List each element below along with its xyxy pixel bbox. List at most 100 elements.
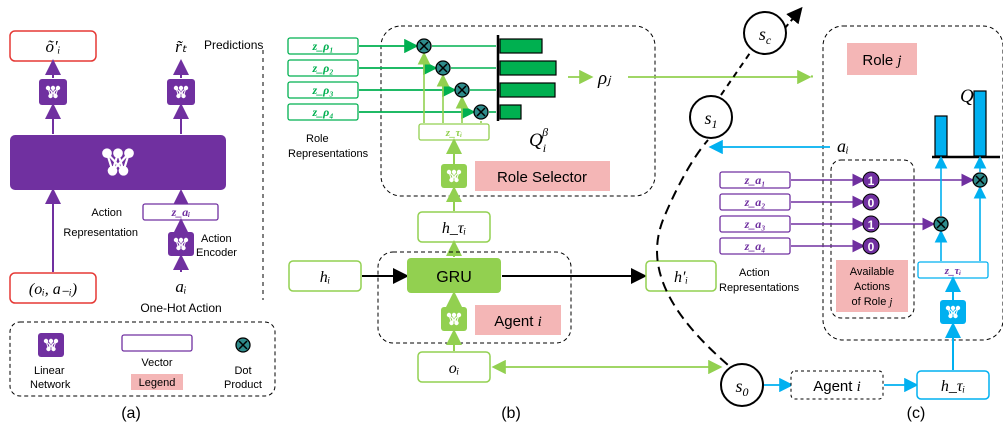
main-linear-network-block bbox=[10, 135, 226, 190]
panel-a: õ′ᵢ r̃ₜ Predictions z_aᵢ Action Represen… bbox=[9, 30, 276, 422]
reward-linear-network-icon bbox=[167, 79, 195, 105]
agent-tag bbox=[475, 305, 561, 335]
legend-linear-network-icon bbox=[38, 333, 64, 357]
mask-value-3 bbox=[862, 215, 880, 233]
role-dot-product-1 bbox=[416, 38, 432, 54]
state-s-1 bbox=[689, 95, 733, 139]
action-dot-product-1 bbox=[972, 172, 988, 188]
o-i-box bbox=[417, 351, 491, 383]
agent-c-box bbox=[790, 370, 884, 400]
legend-dot-product-label-2: Product bbox=[224, 379, 262, 391]
available-actions-frame bbox=[830, 159, 915, 319]
role-selector-frame bbox=[380, 25, 656, 197]
role-rep-1-text: z_ρ₁ bbox=[311, 39, 333, 53]
agent-network-icon bbox=[441, 307, 467, 331]
panel-c: sc s1 s0 Role j Qi aᵢ z_a₁ z_a₂ z_a₃ z_a… bbox=[491, 6, 1003, 422]
role-dot-product-4 bbox=[473, 104, 489, 120]
predicted-reward-text: r̃ₜ bbox=[175, 37, 188, 56]
a-i-text: aᵢ bbox=[837, 136, 849, 156]
role-selector-z-tau-text: z_τᵢ bbox=[445, 127, 463, 139]
gru-label: GRU bbox=[436, 269, 472, 286]
mask-value-1-text: 1 bbox=[868, 174, 875, 188]
role-rep-1 bbox=[287, 37, 359, 55]
role-j-label: Role j bbox=[862, 52, 901, 69]
h-tau-c-text: h_τᵢ bbox=[941, 378, 965, 395]
action-z-tau-text: z_τᵢ bbox=[944, 265, 962, 277]
caption-c: (c) bbox=[907, 405, 926, 422]
legend-vector-icon bbox=[121, 334, 193, 352]
role-j-frame bbox=[822, 25, 1003, 341]
action-network-icon bbox=[940, 300, 966, 324]
action-reps-label-2: Representations bbox=[719, 282, 800, 294]
role-q-bar-1 bbox=[499, 38, 543, 54]
legend-dot-product-icon bbox=[235, 337, 251, 353]
role-selector-tag bbox=[475, 161, 610, 191]
role-reps-label-2: Representations bbox=[288, 148, 369, 160]
available-actions-label-3: of Role j bbox=[852, 296, 893, 308]
mask-value-4 bbox=[862, 237, 880, 255]
role-q-bar-4 bbox=[499, 104, 522, 120]
mask-value-2-text: 0 bbox=[868, 196, 875, 210]
h-i-text: hᵢ bbox=[320, 269, 331, 286]
rho-dots: · bbox=[810, 68, 815, 84]
predicted-observation-text: õ′ᵢ bbox=[46, 37, 61, 56]
action-encoder-icon bbox=[168, 232, 194, 256]
agent-frame bbox=[377, 251, 572, 344]
role-reps-label-1: Role bbox=[306, 133, 329, 145]
q-beta-text: Qiβ bbox=[529, 125, 548, 155]
action-rep-3 bbox=[719, 215, 791, 233]
action-input-text: aᵢ bbox=[175, 277, 186, 296]
action-encoder-label-1: Action bbox=[201, 233, 232, 245]
role-rep-2 bbox=[287, 59, 359, 77]
role-selector-label: Role Selector bbox=[497, 169, 587, 186]
input-observation-text: (oᵢ, a₋ᵢ) bbox=[29, 281, 77, 298]
mask-value-3-text: 1 bbox=[868, 218, 875, 232]
input-observation-box bbox=[9, 272, 97, 304]
legend-tag-bg bbox=[131, 374, 183, 390]
mask-value-1 bbox=[862, 171, 880, 189]
mask-value-2 bbox=[862, 193, 880, 211]
action-q-bar-1 bbox=[934, 115, 948, 157]
available-actions-label-1: Available bbox=[850, 266, 894, 278]
predictions-label: Predictions bbox=[204, 38, 263, 52]
role-rep-3-text: z_ρ₃ bbox=[311, 83, 333, 97]
action-rep-2-text: z_a₂ bbox=[744, 195, 766, 209]
caption-b: (b) bbox=[501, 405, 521, 422]
one-hot-action-label: One-Hot Action bbox=[140, 301, 221, 315]
trajectory-upper bbox=[720, 49, 753, 96]
h-i-box bbox=[288, 260, 362, 292]
role-q-bar-3 bbox=[499, 82, 556, 98]
action-rep-2 bbox=[719, 193, 791, 211]
action-rep-4 bbox=[719, 237, 791, 255]
h-tau-c-box bbox=[916, 370, 990, 400]
legend-box bbox=[9, 321, 276, 397]
role-j-tag bbox=[847, 43, 917, 75]
action-rep-1-text: z_a₁ bbox=[744, 173, 766, 187]
action-representation-label-1: Action bbox=[91, 207, 122, 219]
action-rep-1 bbox=[719, 171, 791, 189]
role-q-bar-2 bbox=[499, 60, 557, 76]
action-rep-4-text: z_a₄ bbox=[744, 239, 766, 253]
legend-tag-label: Legend bbox=[139, 377, 176, 389]
available-actions-label-2: Actions bbox=[854, 281, 891, 293]
action-representation-label-2: Representation bbox=[63, 227, 138, 239]
z-action-text: z_aᵢ bbox=[171, 205, 191, 219]
role-rep-2-text: z_ρ₂ bbox=[311, 61, 333, 75]
gru-block bbox=[407, 258, 501, 293]
role-rep-4-text: z_ρ₄ bbox=[311, 105, 333, 119]
action-reps-label-1: Action bbox=[739, 267, 770, 279]
action-rep-3-text: z_a₃ bbox=[744, 217, 766, 231]
legend-dot-product-label-1: Dot bbox=[234, 365, 251, 377]
available-actions-tag bbox=[836, 260, 908, 312]
trajectory-lower bbox=[656, 139, 741, 376]
role-dot-product-3 bbox=[454, 82, 470, 98]
agent-c-label: Agent i bbox=[813, 378, 861, 395]
mask-value-4-text: 0 bbox=[868, 240, 875, 254]
h-i-prime-text: h′ᵢ bbox=[674, 269, 688, 286]
legend-linear-network-label-2: Network bbox=[30, 379, 71, 391]
role-rep-4 bbox=[287, 103, 359, 121]
caption-a: (a) bbox=[121, 405, 141, 422]
obs-linear-network-icon bbox=[39, 79, 67, 105]
rho-j-text: ρⱼ bbox=[597, 68, 612, 89]
